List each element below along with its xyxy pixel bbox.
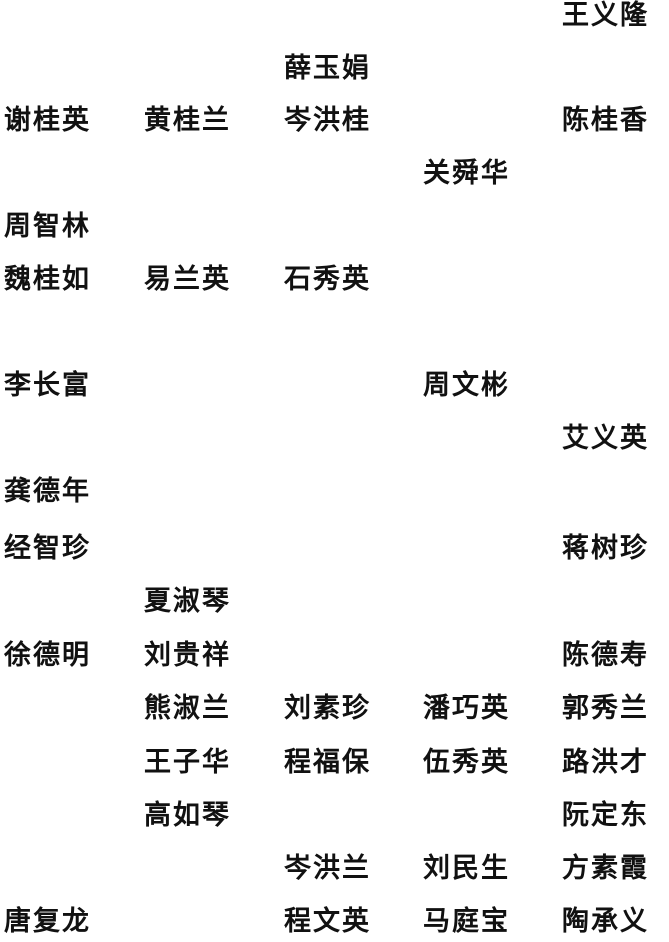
name-entry: 陶承义	[562, 906, 649, 937]
name-entry: 阮定东	[562, 800, 649, 831]
name-entry: 潘巧英	[423, 693, 510, 724]
name-entry: 陈桂香	[562, 105, 649, 136]
name-entry: 岑洪桂	[284, 105, 371, 136]
name-entry: 刘民生	[423, 853, 510, 884]
name-entry: 周智林	[4, 211, 91, 242]
name-entry: 龚德年	[4, 476, 91, 507]
name-entry: 王子华	[144, 747, 231, 778]
name-entry: 夏淑琴	[144, 586, 231, 617]
name-entry: 经智珍	[4, 533, 91, 564]
name-entry: 关舜华	[423, 158, 510, 189]
name-entry: 易兰英	[144, 264, 231, 295]
name-entry: 薛玉娟	[284, 53, 371, 84]
name-entry: 熊淑兰	[144, 693, 231, 724]
name-entry: 陈德寿	[562, 640, 649, 671]
name-entry: 郭秀兰	[562, 693, 649, 724]
name-entry: 唐复龙	[4, 906, 91, 937]
name-entry: 蒋树珍	[562, 533, 649, 564]
name-entry: 黄桂兰	[144, 105, 231, 136]
name-entry: 程福保	[284, 747, 371, 778]
name-entry: 徐德明	[4, 640, 91, 671]
name-entry: 岑洪兰	[284, 853, 371, 884]
name-entry: 刘素珍	[284, 693, 371, 724]
name-entry: 路洪才	[562, 747, 649, 778]
name-entry: 程文英	[284, 906, 371, 937]
name-entry: 王义隆	[562, 0, 649, 31]
name-entry: 方素霞	[562, 853, 649, 884]
name-entry: 石秀英	[284, 264, 371, 295]
name-entry: 高如琴	[144, 800, 231, 831]
name-entry: 伍秀英	[423, 747, 510, 778]
name-entry: 马庭宝	[423, 906, 510, 937]
name-entry: 周文彬	[423, 370, 510, 401]
name-entry: 李长富	[4, 370, 91, 401]
name-entry: 刘贵祥	[144, 640, 231, 671]
name-entry: 魏桂如	[4, 264, 91, 295]
name-entry: 艾义英	[562, 423, 649, 454]
name-entry: 谢桂英	[4, 105, 91, 136]
